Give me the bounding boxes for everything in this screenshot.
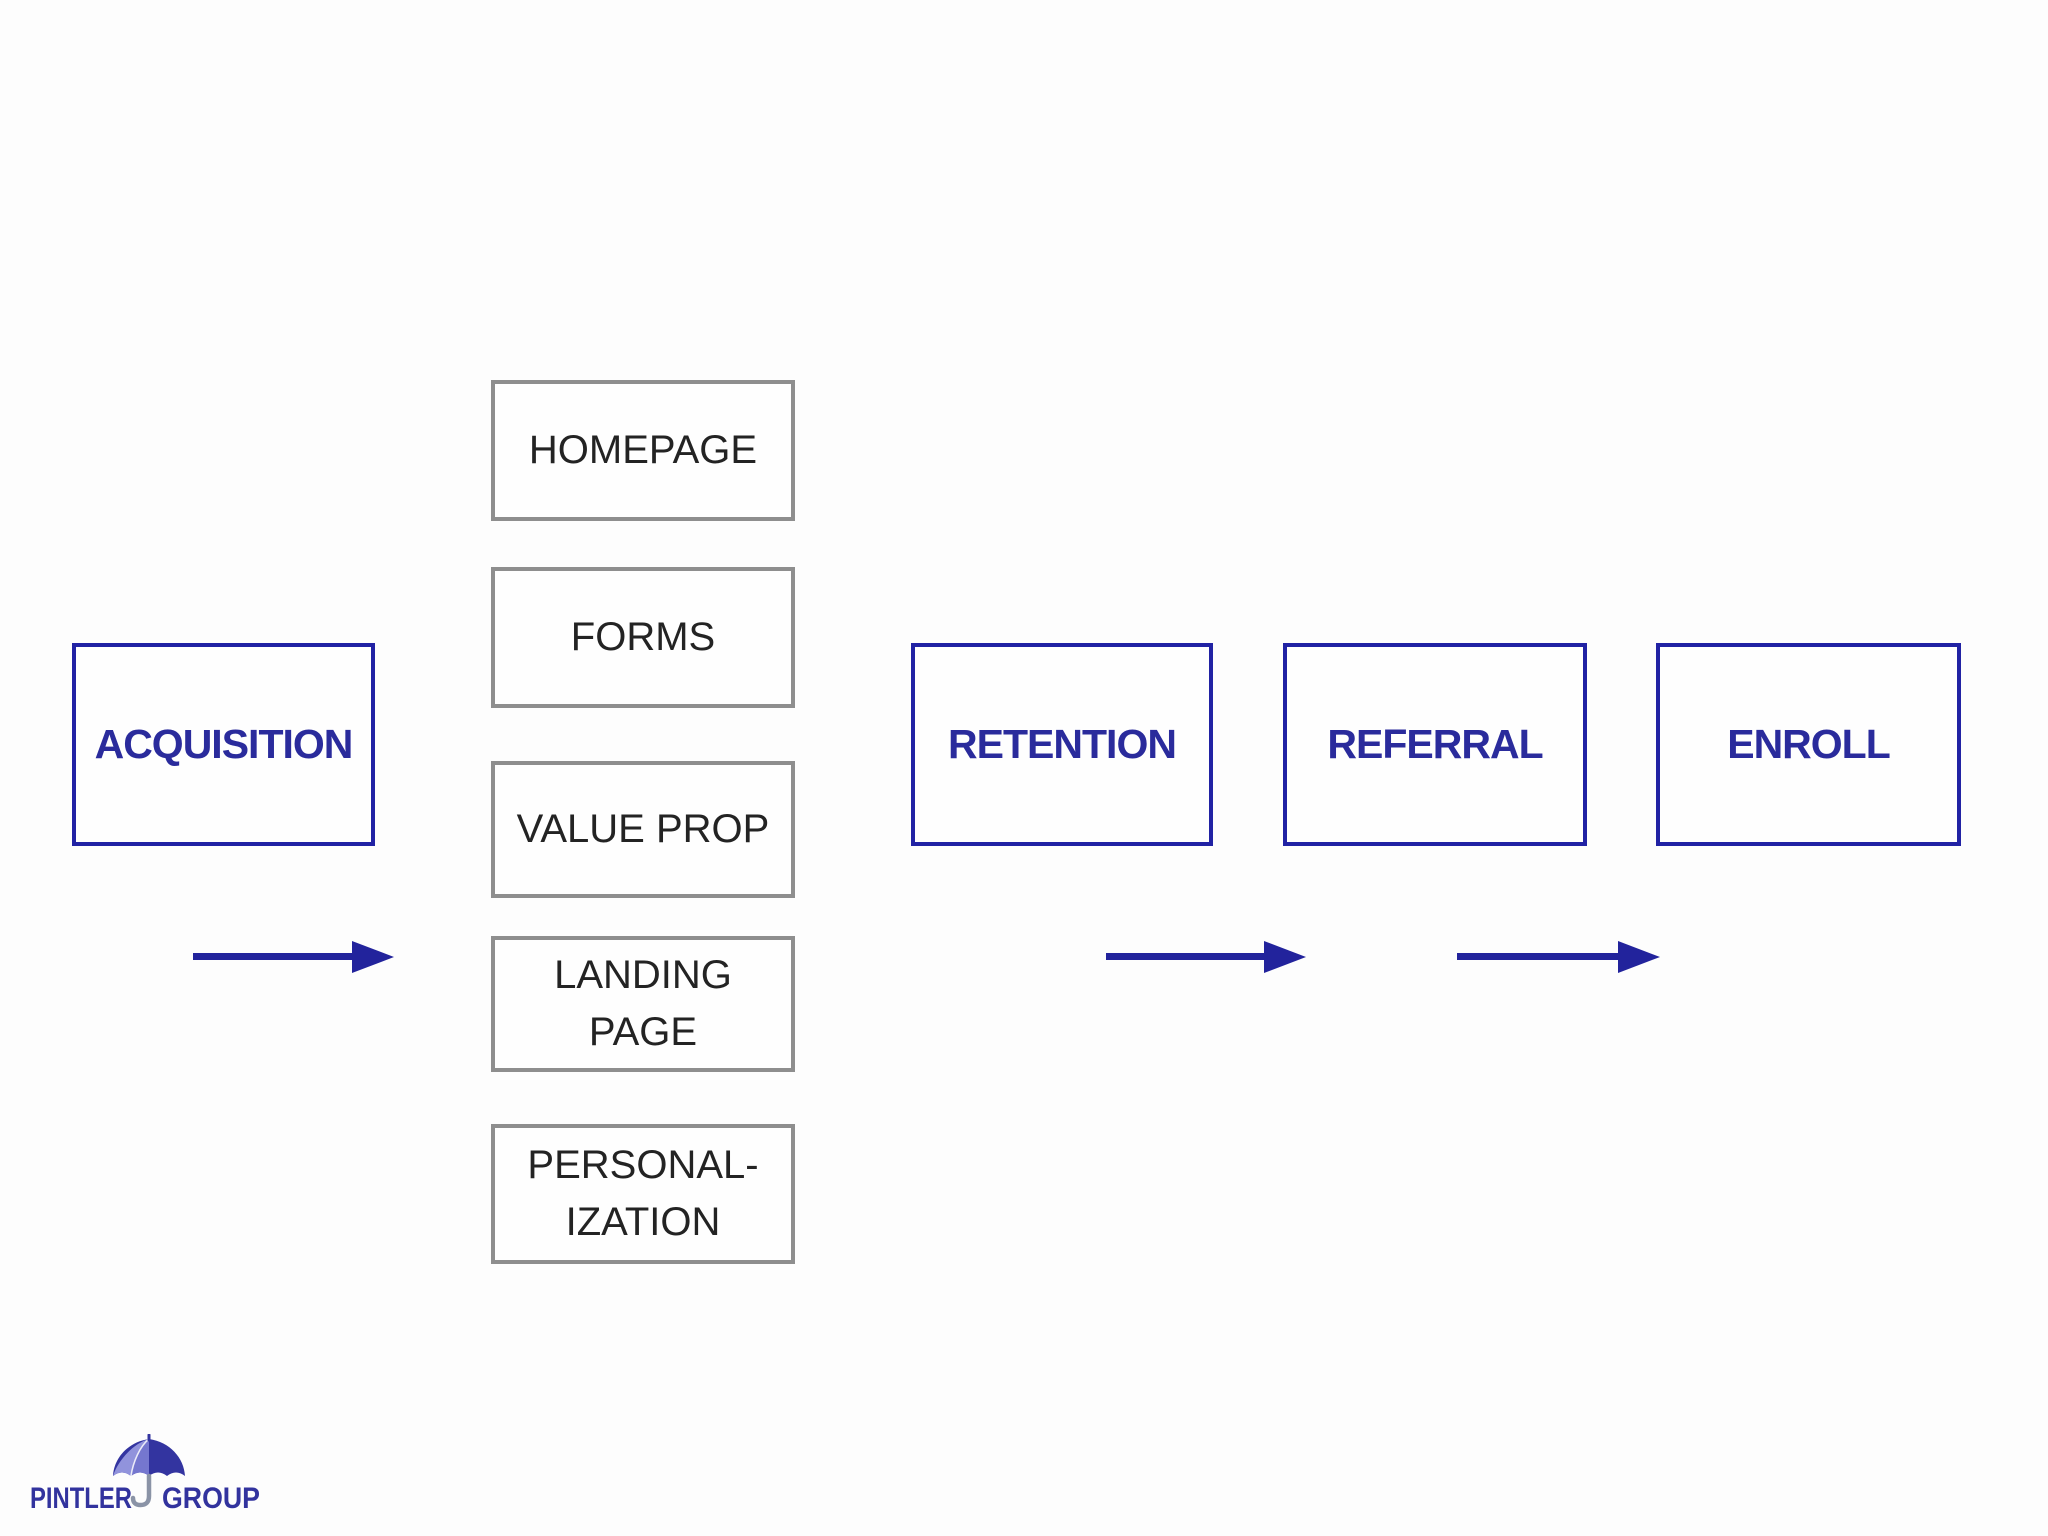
stage-label-retention: RETENTION (948, 721, 1177, 767)
arrow-head (1618, 941, 1660, 973)
logo-word-group: GROUP (162, 1482, 260, 1514)
tactic-box-value-prop: VALUE PROP (491, 761, 795, 898)
stage-label-referral: REFERRAL (1327, 721, 1543, 767)
logo-word-pintler: PINTLER (30, 1482, 132, 1514)
right-arrow-icon-retention (1106, 941, 1306, 973)
tactic-box-landing-page: LANDING PAGE (491, 936, 795, 1072)
tactic-label-forms: FORMS (570, 615, 716, 659)
tactic-box-personalization: PERSONAL- IZATION (491, 1124, 795, 1264)
pintler-group-logo: PINTLER GROUP (30, 1434, 260, 1514)
tactic-box-forms: FORMS (491, 567, 795, 708)
stage-box-retention: RETENTION (911, 643, 1213, 846)
arrow-head (1264, 941, 1306, 973)
arrow-line (1457, 953, 1624, 960)
stage-box-enroll: ENROLL (1656, 643, 1961, 846)
arrow-head (352, 941, 394, 973)
stage-box-acquisition: ACQUISITION (72, 643, 375, 846)
stage-box-referral: REFERRAL (1283, 643, 1587, 846)
right-arrow-icon-acquisition (193, 941, 394, 973)
stage-label-acquisition: ACQUISITION (94, 721, 354, 767)
tactic-label-homepage: HOMEPAGE (528, 428, 758, 472)
tactic-label-landing-page: LANDING PAGE (554, 953, 732, 1054)
stage-label-enroll: ENROLL (1727, 721, 1891, 767)
tactic-box-homepage: HOMEPAGE (491, 380, 795, 521)
right-arrow-icon-referral (1457, 941, 1660, 973)
arrow-line (193, 953, 358, 960)
tactic-label-value-prop: VALUE PROP (516, 807, 770, 851)
umbrella-icon: PINTLER GROUP (30, 1434, 260, 1514)
arrow-line (1106, 953, 1270, 960)
tactic-label-personalization: PERSONAL- IZATION (527, 1143, 759, 1244)
